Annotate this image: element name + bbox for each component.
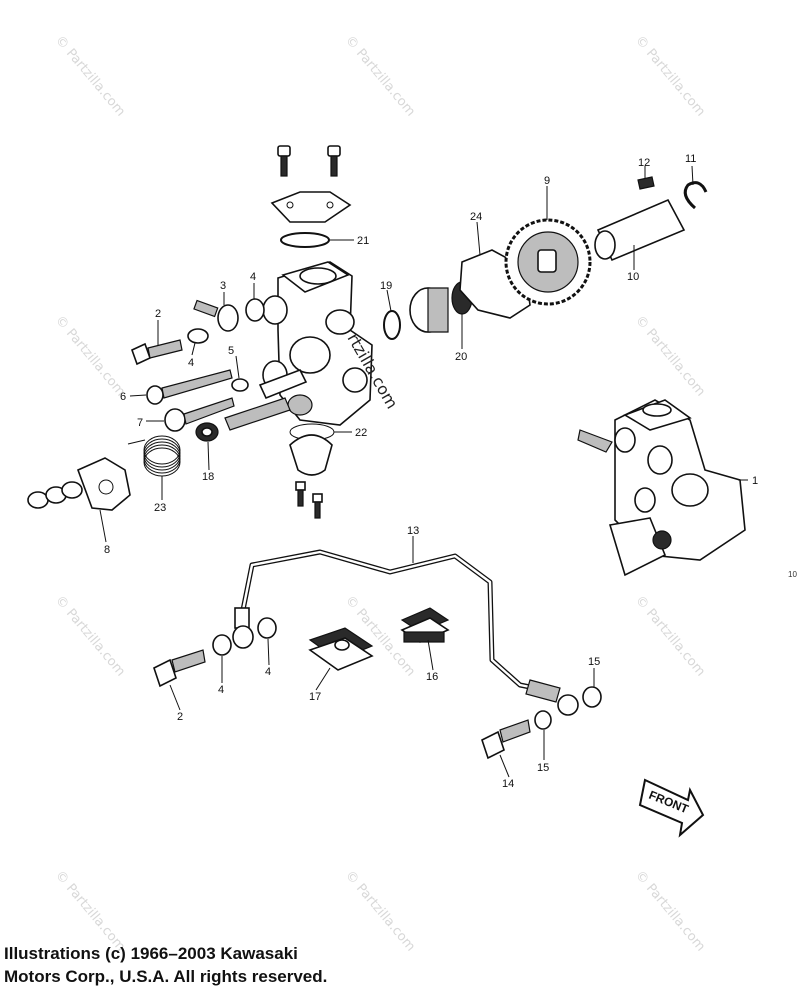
callout-labels: 1 2 2 3 4 4 4 4 5 6 7 8 9 10 11 12 13 14…: [104, 153, 758, 790]
callout-17: 17: [309, 691, 321, 703]
o-ring-21: [280, 232, 330, 248]
callout-23: 23: [154, 502, 166, 514]
washer-15-lower: [534, 710, 552, 730]
callout-8: 8: [104, 544, 110, 556]
callout-4: 4: [265, 666, 271, 678]
callout-2: 2: [155, 308, 161, 320]
oil-pipe-13: [234, 549, 561, 703]
watermark: © Partzilla.com: [342, 868, 418, 954]
shaft-10: [594, 198, 686, 262]
copyright-line-1: Illustrations (c) 1966–2003 Kawasaki: [4, 944, 298, 963]
watermark: © Partzilla.com: [52, 313, 128, 399]
copyright-notice: Illustrations (c) 1966–2003 Kawasaki Mot…: [4, 942, 327, 988]
front-arrow: FRONT: [638, 778, 705, 838]
bolt-6: [146, 369, 233, 405]
washer-4-upper: [187, 328, 209, 344]
oil-pump-assembly: [577, 399, 746, 577]
callout-21: 21: [357, 235, 369, 247]
callout-1: 1: [752, 475, 758, 487]
fitting-3: [193, 299, 239, 332]
nut-18: [195, 422, 219, 442]
watermark: © Partzilla.com: [632, 33, 708, 119]
side-page-mark: 10: [788, 570, 797, 579]
o-ring-19: [383, 310, 401, 340]
washer-4-left: [212, 634, 232, 656]
callout-18: 18: [202, 471, 214, 483]
callout-9: 9: [544, 175, 550, 187]
callout-4: 4: [188, 357, 194, 369]
shaft-assembly: [224, 368, 308, 431]
bottom-screws: [295, 481, 323, 519]
watermark: © Partzilla.com: [632, 593, 708, 679]
watermark-layer: © Partzilla.com © Partzilla.com © Partzi…: [52, 33, 708, 954]
callout-10: 10: [627, 271, 639, 283]
cover-plate: [270, 191, 352, 223]
callout-22: 22: [355, 427, 367, 439]
callout-4: 4: [218, 684, 224, 696]
callout-7: 7: [137, 417, 143, 429]
watermark: © Partzilla.com: [632, 313, 708, 399]
pump-lever-8: [27, 457, 131, 511]
screw-7: [164, 397, 235, 432]
pin-12: [637, 176, 655, 190]
callout-3: 3: [220, 280, 226, 292]
callout-5: 5: [228, 345, 234, 357]
grommet-16: [400, 607, 450, 643]
bolt-2-lower: [153, 649, 206, 688]
coupling: [409, 287, 449, 333]
callout-16: 16: [426, 671, 438, 683]
callout-13: 13: [407, 525, 419, 537]
cap-22: [289, 423, 335, 476]
banjo-fitting: [232, 625, 254, 649]
copyright-line-2: Motors Corp., U.S.A. All rights reserved…: [4, 967, 328, 986]
watermark: © Partzilla.com: [52, 593, 128, 679]
callout-14: 14: [502, 778, 514, 790]
spring-23: [127, 435, 181, 477]
watermark: © Partzilla.com: [342, 33, 418, 119]
washer-4-top: [245, 298, 265, 322]
callout-24: 24: [470, 211, 482, 223]
union: [557, 694, 579, 716]
washer-15-upper: [582, 686, 602, 708]
leader-lines: [99, 165, 748, 778]
callout-6: 6: [120, 391, 126, 403]
watermark: © Partzilla.com: [52, 33, 128, 119]
pump-gear-9: [504, 218, 592, 306]
washer-5: [231, 378, 249, 392]
callout-2: 2: [177, 711, 183, 723]
grommet-17: [308, 627, 374, 671]
callout-20: 20: [455, 351, 467, 363]
callout-19: 19: [380, 280, 392, 292]
bolt-14: [481, 719, 531, 760]
circlip-11: [683, 181, 708, 210]
bolt-2-upper: [131, 339, 183, 366]
callout-4: 4: [250, 271, 256, 283]
callout-12: 12: [638, 157, 650, 169]
top-screws: [277, 145, 341, 177]
watermark: © Partzilla.com: [632, 868, 708, 954]
callout-11: 11: [685, 153, 696, 165]
washer-4-right: [257, 617, 277, 639]
callout-15: 15: [588, 656, 600, 668]
callout-15: 15: [537, 762, 549, 774]
